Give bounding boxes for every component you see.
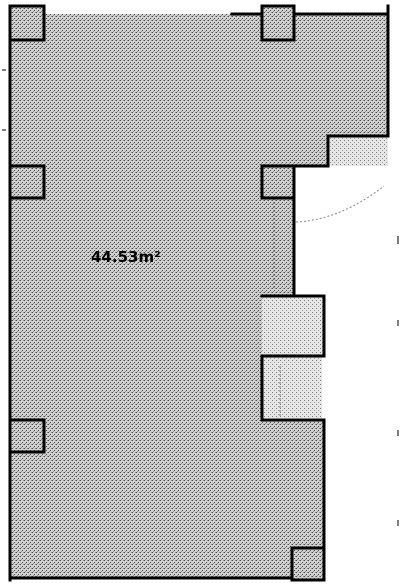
column-bottom-right <box>290 546 326 582</box>
alcove-lower <box>262 356 322 418</box>
alcove-upper <box>328 136 388 166</box>
area-label: 44.53m² <box>91 248 161 266</box>
wall-notch-mid <box>260 294 326 422</box>
edge-ticks <box>2 69 399 526</box>
alcove-mid <box>262 296 324 356</box>
column-mid-right <box>260 164 296 200</box>
column-top-left <box>8 4 46 42</box>
column-top-mid <box>260 4 296 42</box>
columns <box>8 4 326 582</box>
column-mid-left <box>8 164 46 200</box>
floor-area <box>10 14 388 578</box>
door-swing-arc <box>295 185 385 223</box>
column-bottom-left <box>8 418 46 454</box>
